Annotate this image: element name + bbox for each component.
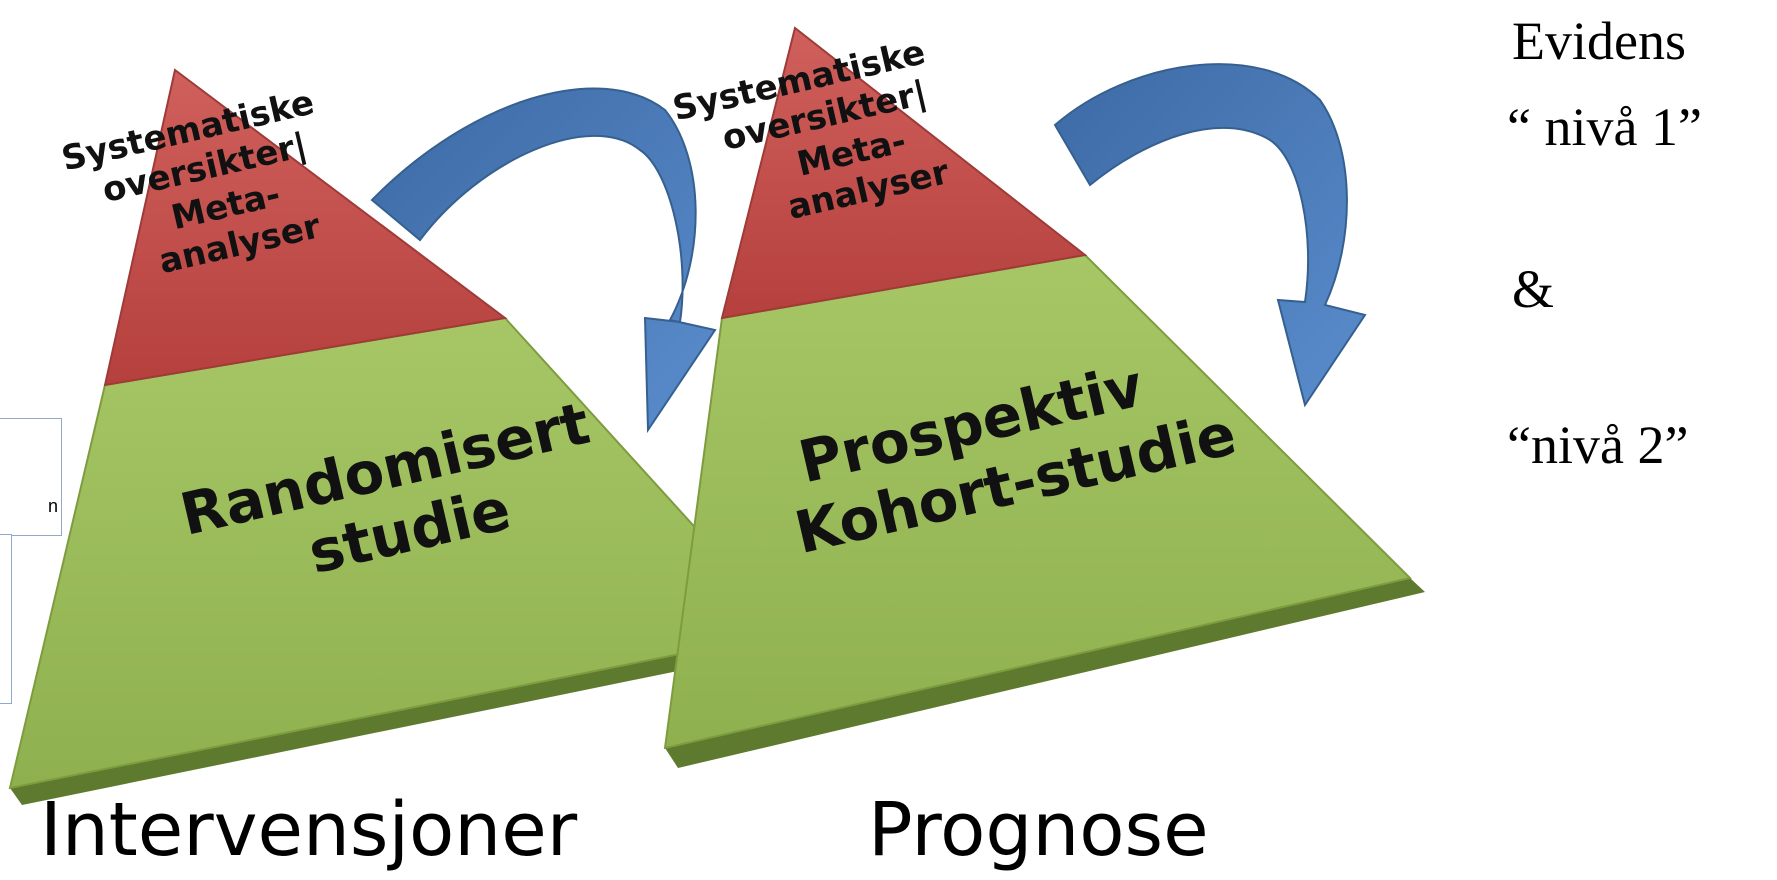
curved-arrow-icon: [370, 87, 717, 434]
caption-interventions: Intervensjoner: [40, 787, 578, 873]
curved-arrow-icon: [1053, 63, 1367, 408]
evidence-heading: Evidens: [1512, 11, 1686, 71]
partial-text-box-lower: [0, 534, 12, 704]
pyramid-2-tier-top: [720, 26, 1088, 320]
caption-prognosis: Prognose: [868, 787, 1209, 873]
pyramid-prognosis: Systematiske oversikter| Meta- analyser …: [663, 26, 1425, 768]
partial-text-box-char: n: [48, 496, 59, 516]
pyramid-2-bevel: [665, 578, 1425, 768]
partial-text-box-upper: [0, 418, 62, 536]
pyramid-1-bevel: [10, 632, 805, 805]
pyramid-1-tier-top: [103, 68, 508, 387]
evidence-level-1: “ nivå 1”: [1507, 97, 1702, 157]
evidence-ampersand: &: [1512, 259, 1555, 319]
evidence-level-2: “nivå 2”: [1507, 415, 1689, 475]
pyramid-interventions: Systematiske oversikter| Meta- analyser …: [8, 68, 805, 805]
